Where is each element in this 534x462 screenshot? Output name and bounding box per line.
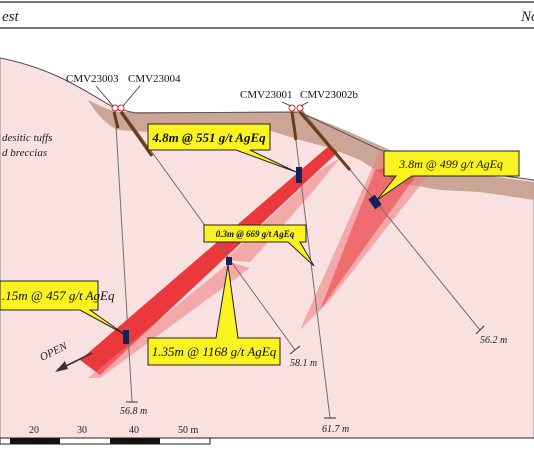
- casing-cmv23001: [290, 111, 298, 141]
- callout-i3-text: 0.3m @ 669 g/t AgEq: [216, 229, 295, 239]
- scale-bar: 20 30 40 50 m: [0, 425, 534, 462]
- depth-cmv23004: 58.1 m: [290, 358, 317, 369]
- drill-label-cmv23001: CMV23001: [240, 89, 293, 101]
- drill-label-cmv23004: CMV23004: [128, 73, 181, 85]
- lithology-label-2: d breccias: [2, 147, 47, 159]
- casing-cmv23003: [112, 111, 120, 129]
- casing-cmv23002b: [298, 111, 352, 171]
- header-bar: [0, 0, 534, 28]
- callout-i2-box: [376, 150, 520, 201]
- scale-tick-50: 50 m: [178, 425, 199, 436]
- intercept-marker-i1: [296, 167, 302, 183]
- drill-label-cmv23002b: CMV23002b: [300, 89, 359, 101]
- casing-cmv23004: [119, 111, 154, 157]
- topography-line: [0, 57, 534, 181]
- collar-cmv23002b: [296, 104, 304, 112]
- intercept-markers: [123, 167, 382, 344]
- scale-tick-20: 20: [29, 425, 39, 436]
- callout-i5-text: 1.35m @ 1168 g/t AgEq: [152, 344, 277, 359]
- depth-cmv23001: 61.7 m: [322, 424, 349, 435]
- vein-zone-right-core: [320, 165, 420, 310]
- casing-segments: [112, 111, 352, 171]
- hole-end-ticks: [126, 325, 485, 419]
- lithology-label-1: desitic tuffs: [2, 132, 52, 144]
- section-left-direction: est: [2, 9, 19, 25]
- drill-trace-cmv23003: [114, 107, 133, 403]
- callout-i2-text: 3.8m @ 499 g/t AgEq: [398, 157, 503, 171]
- drill-label-cmv23003: CMV23003: [66, 73, 119, 85]
- section-right-direction: No: [520, 9, 534, 25]
- main-vein: [80, 145, 338, 375]
- callout-i1-text: 4.8m @ 551 g/t AgEq: [151, 130, 266, 145]
- callout-i5-box: [147, 264, 281, 366]
- depth-cmv23002b: 56.2 m: [480, 335, 507, 346]
- callout-i4-text: .15m @ 457 g/t AgEq: [2, 288, 115, 303]
- vein-zone-right: [300, 150, 440, 330]
- depth-cmv23003: 56.8 m: [120, 406, 147, 417]
- intercept-marker-i4: [123, 330, 129, 344]
- collar-cmv23004: [117, 104, 125, 112]
- collar-cmv23001: [288, 104, 296, 112]
- callout-i1-box: [147, 123, 297, 173]
- collar-markers: [111, 104, 304, 112]
- intercept-marker-i5: [226, 257, 232, 265]
- scale-tick-40: 40: [129, 425, 139, 436]
- callout-i4-box: [0, 280, 125, 335]
- callout-i3-box: [203, 224, 315, 267]
- scale-tick-30: 30: [77, 425, 87, 436]
- intercept-marker-i2: [368, 194, 382, 210]
